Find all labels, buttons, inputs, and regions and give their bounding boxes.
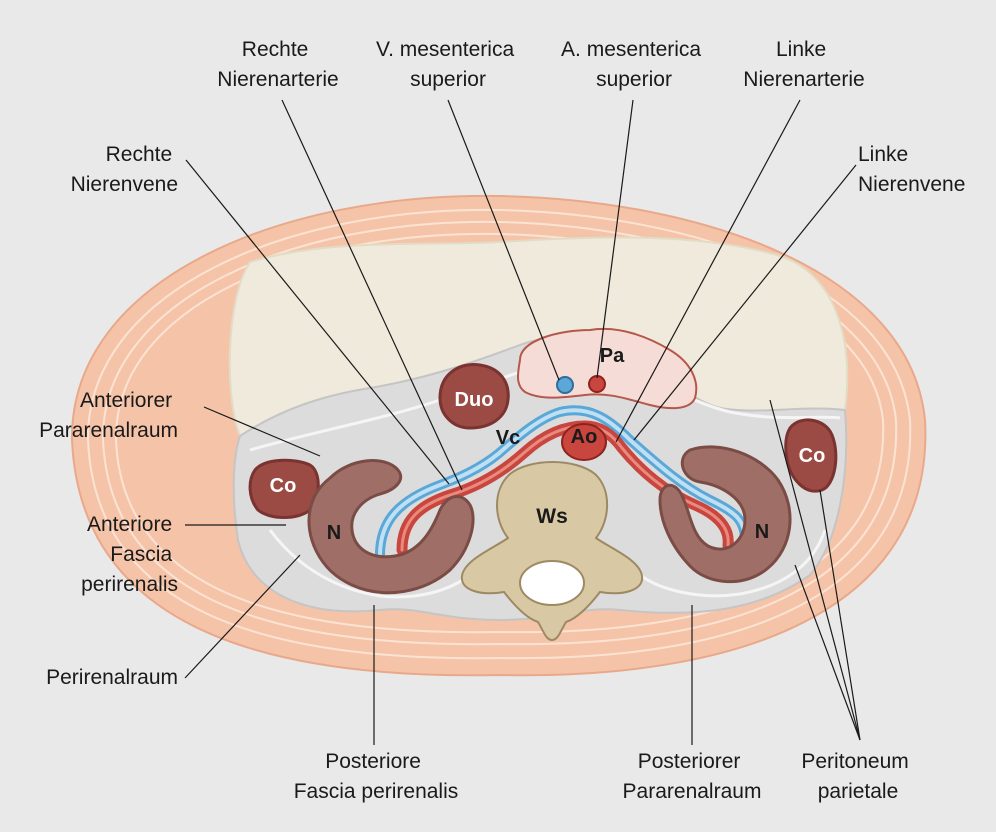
organ-label-co-left: Co: [270, 475, 297, 497]
organ-label-ws: Ws: [536, 505, 568, 528]
organ-label-duo: Duo: [455, 389, 494, 411]
organ-label-ao: Ao: [571, 426, 598, 448]
label-anteriore-fascia: Anteriore Fascia perirenalis: [81, 513, 178, 596]
label-perirenalraum: Perirenalraum: [46, 666, 178, 689]
label-a-mesenterica: A. mesenterica superior: [561, 38, 707, 91]
label-v-mesenterica: V. mesenterica superior: [376, 38, 520, 91]
organ-label-n-right: N: [755, 521, 769, 543]
a-mesenterica-vessel: [589, 376, 605, 392]
organ-label-co-right: Co: [799, 445, 826, 467]
organ-label-vc: Vc: [496, 427, 520, 449]
label-peritoneum-parietale: Peritoneum parietale: [801, 750, 914, 803]
label-linke-nierenvene: Linke Nierenvene: [858, 143, 965, 196]
label-linke-nierenarterie: Linke Nierenarterie: [743, 38, 864, 91]
label-rechte-nierenarterie: Rechte Nierenarterie: [217, 38, 338, 91]
label-posteriore-fascia: Posteriore Fascia perirenalis: [294, 750, 459, 803]
organ-label-n-left: N: [327, 522, 341, 544]
label-posteriorer-pararenalraum: Posteriorer Pararenalraum: [623, 750, 762, 803]
organ-label-pa: Pa: [600, 345, 625, 367]
label-rechte-nierenvene: Rechte Nierenvene: [71, 143, 178, 196]
spinal-canal: [520, 561, 584, 605]
